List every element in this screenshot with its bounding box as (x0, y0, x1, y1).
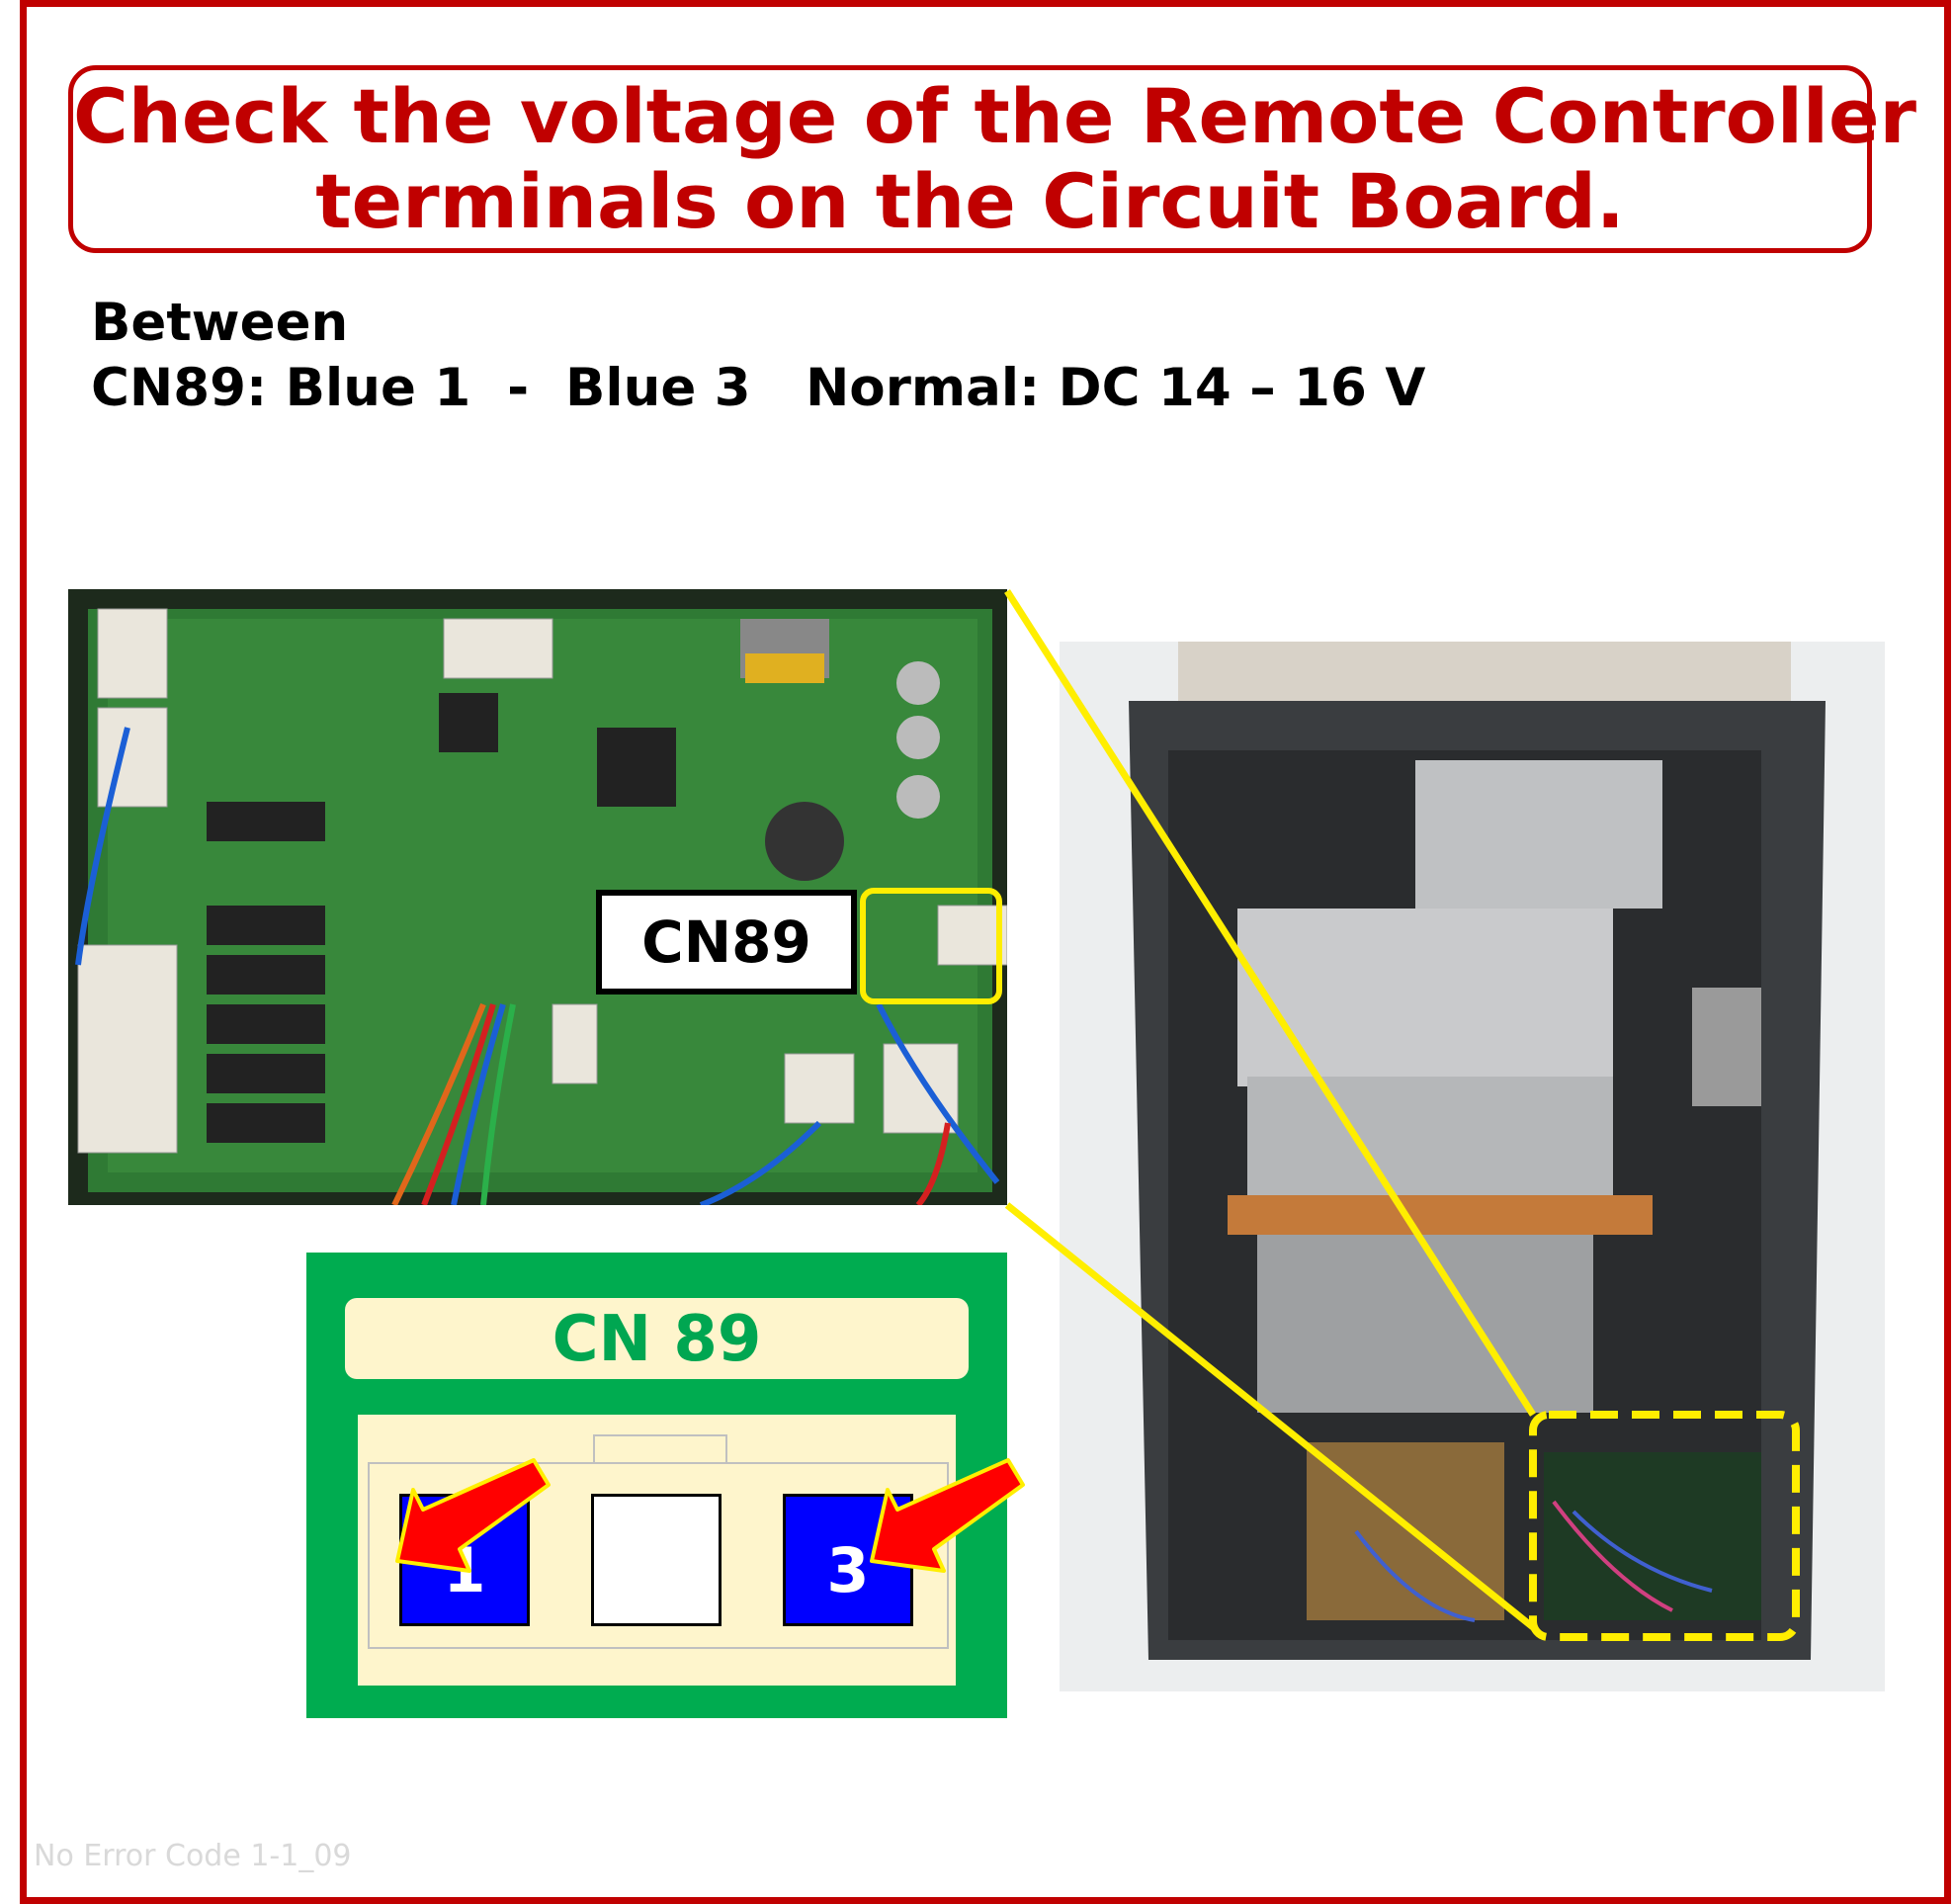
footer-code: No Error Code 1-1_09 (34, 1839, 352, 1873)
slide-border (20, 0, 1951, 1904)
instruction-measurement: CN89: Blue 1 - Blue 3 Normal: DC 14 – 16… (91, 358, 1426, 418)
instruction-between: Between (91, 293, 349, 353)
water-heater-photo (1060, 642, 1885, 1691)
cn89-callout-label: CN89 (596, 890, 857, 995)
connector-housing: 1 3 (358, 1415, 956, 1686)
cn89-connector-diagram: CN 89 1 3 (306, 1253, 1025, 1718)
pin-3: 3 (783, 1494, 913, 1626)
title-box: Check the voltage of the Remote Controll… (68, 65, 1916, 253)
title-line-1: Check the voltage of the Remote Controll… (73, 72, 1916, 160)
title-line-2: terminals on the Circuit Board. (315, 157, 1625, 245)
pin-2 (591, 1494, 722, 1626)
connector-latch (593, 1434, 727, 1464)
cn89-highlight-ring (860, 888, 1002, 1004)
diagram-title: CN 89 (345, 1298, 969, 1379)
pin-1: 1 (399, 1494, 530, 1626)
